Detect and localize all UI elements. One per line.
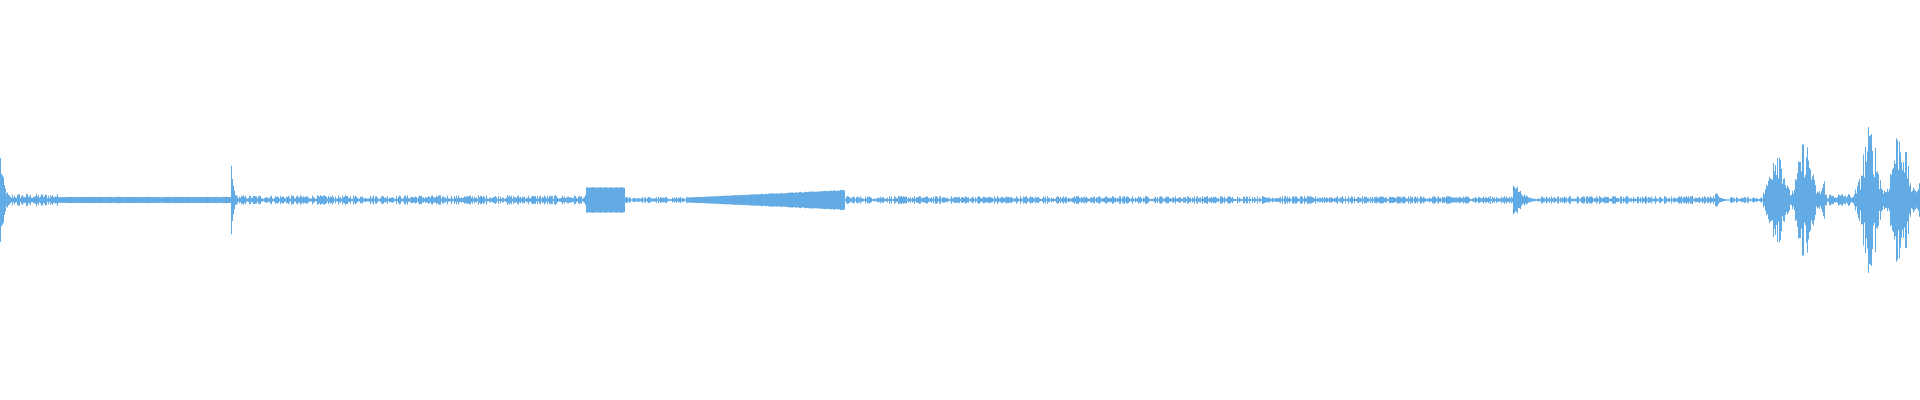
waveform-samples (0, 126, 1920, 274)
